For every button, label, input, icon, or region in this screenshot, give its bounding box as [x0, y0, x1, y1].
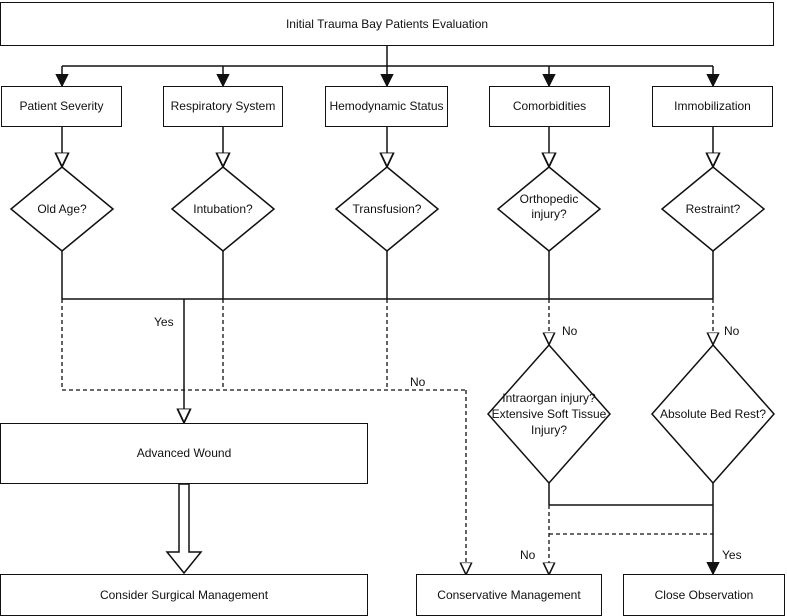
intubation-text: Intubation? [193, 202, 253, 216]
category-label-severity: Patient Severity [19, 99, 104, 113]
yes-label-bottom: Yes [722, 548, 742, 562]
conservative-management-label: Conservative Management [437, 587, 581, 602]
surgical-management-box: Consider Surgical Management [0, 574, 368, 616]
close-observation-label: Close Observation [654, 587, 754, 602]
old-age-text: Old Age? [37, 202, 87, 216]
no-label-immob: No [724, 324, 740, 338]
orthopedic-text-line2: injury? [531, 207, 567, 221]
yes-label-left: Yes [154, 315, 174, 329]
close-observation-box: Close Observation [623, 574, 785, 616]
title-box: Initial Trauma Bay Patients Evaluation [0, 2, 774, 46]
title-text: Initial Trauma Bay Patients Evaluation [285, 16, 489, 31]
intraorgan-text-line3: Injury? [531, 423, 567, 437]
conservative-management-box: Conservative Management [416, 574, 602, 616]
no-label-bottom: No [520, 548, 536, 562]
hollow-arrow-surgical [165, 483, 203, 575]
category-box-severity: Patient Severity [1, 86, 122, 127]
category-box-hemodynamic: Hemodynamic Status [325, 86, 448, 127]
intraorgan-text-line1: Intraorgan injury? [502, 391, 596, 405]
category-box-immobilization: Immobilization [652, 86, 773, 127]
advanced-wound-label: Advanced Wound [136, 446, 232, 460]
restraint-text: Restraint? [686, 202, 741, 216]
category-box-respiratory: Respiratory System [163, 86, 283, 127]
bed-rest-text: Absolute Bed Rest? [660, 407, 766, 421]
category-box-comorbidities: Comorbidities [489, 86, 610, 127]
transfusion-text: Transfusion? [353, 202, 422, 216]
category-label-respiratory: Respiratory System [170, 99, 276, 113]
advanced-wound-box: Advanced Wound [0, 423, 368, 484]
surgical-management-label: Consider Surgical Management [99, 587, 269, 602]
category-label-immobilization: Immobilization [674, 99, 751, 113]
no-label-middle: No [410, 375, 426, 389]
intraorgan-text-line2: Extensive Soft Tissue [492, 407, 607, 421]
orthopedic-text-line1: Orthopedic [520, 192, 579, 206]
no-label-ortho: No [562, 324, 578, 338]
category-label-hemodynamic: Hemodynamic Status [329, 99, 444, 113]
category-label-comorbidities: Comorbidities [512, 99, 587, 113]
